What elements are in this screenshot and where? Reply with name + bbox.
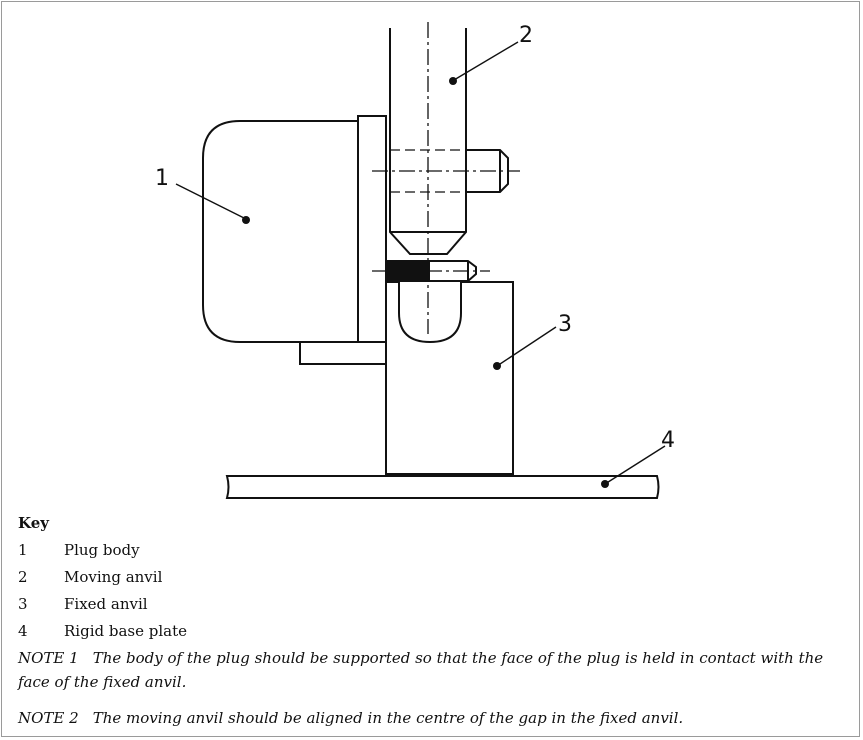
- fixed-anvil-gap: [398, 282, 462, 344]
- callout-2: 2: [519, 23, 533, 48]
- note-label: NOTE 1: [18, 649, 79, 667]
- key-item-label: Plug body: [64, 541, 140, 559]
- figure-key: Key 1 Plug body 2 Moving anvil 3 Fixed a…: [18, 510, 848, 730]
- key-item-number: 4: [18, 622, 28, 640]
- note-text: The body of the plug should be supported…: [18, 649, 824, 691]
- fixed-anvil: [385, 281, 514, 475]
- key-item: 4 Rigid base plate: [18, 618, 848, 645]
- note-text: The moving anvil should be aligned in th…: [92, 709, 684, 727]
- callout-1: 1: [155, 166, 169, 191]
- callout-3: 3: [558, 312, 572, 337]
- plug-body: [202, 120, 359, 343]
- key-item-number: 2: [18, 568, 28, 586]
- key-title: Key: [18, 514, 49, 532]
- note-label: NOTE 2: [18, 709, 79, 727]
- key-item-number: 1: [18, 541, 28, 559]
- callout-4: 4: [661, 428, 675, 453]
- key-item: 1 Plug body: [18, 537, 848, 564]
- plug-test-apparatus-diagram: 1 2 3 4: [155, 22, 675, 499]
- base-plate: [225, 475, 660, 499]
- plug-support-block: [299, 342, 386, 365]
- plug-contact: [387, 260, 430, 282]
- key-item: 2 Moving anvil: [18, 564, 848, 591]
- key-item-label: Moving anvil: [64, 568, 163, 586]
- key-item-number: 3: [18, 595, 28, 613]
- note-2: NOTE 2 The moving anvil should be aligned…: [18, 706, 848, 730]
- plug-face-plate: [357, 115, 387, 343]
- key-item: 3 Fixed anvil: [18, 591, 848, 618]
- key-item-label: Fixed anvil: [64, 595, 148, 613]
- key-item-label: Rigid base plate: [64, 622, 187, 640]
